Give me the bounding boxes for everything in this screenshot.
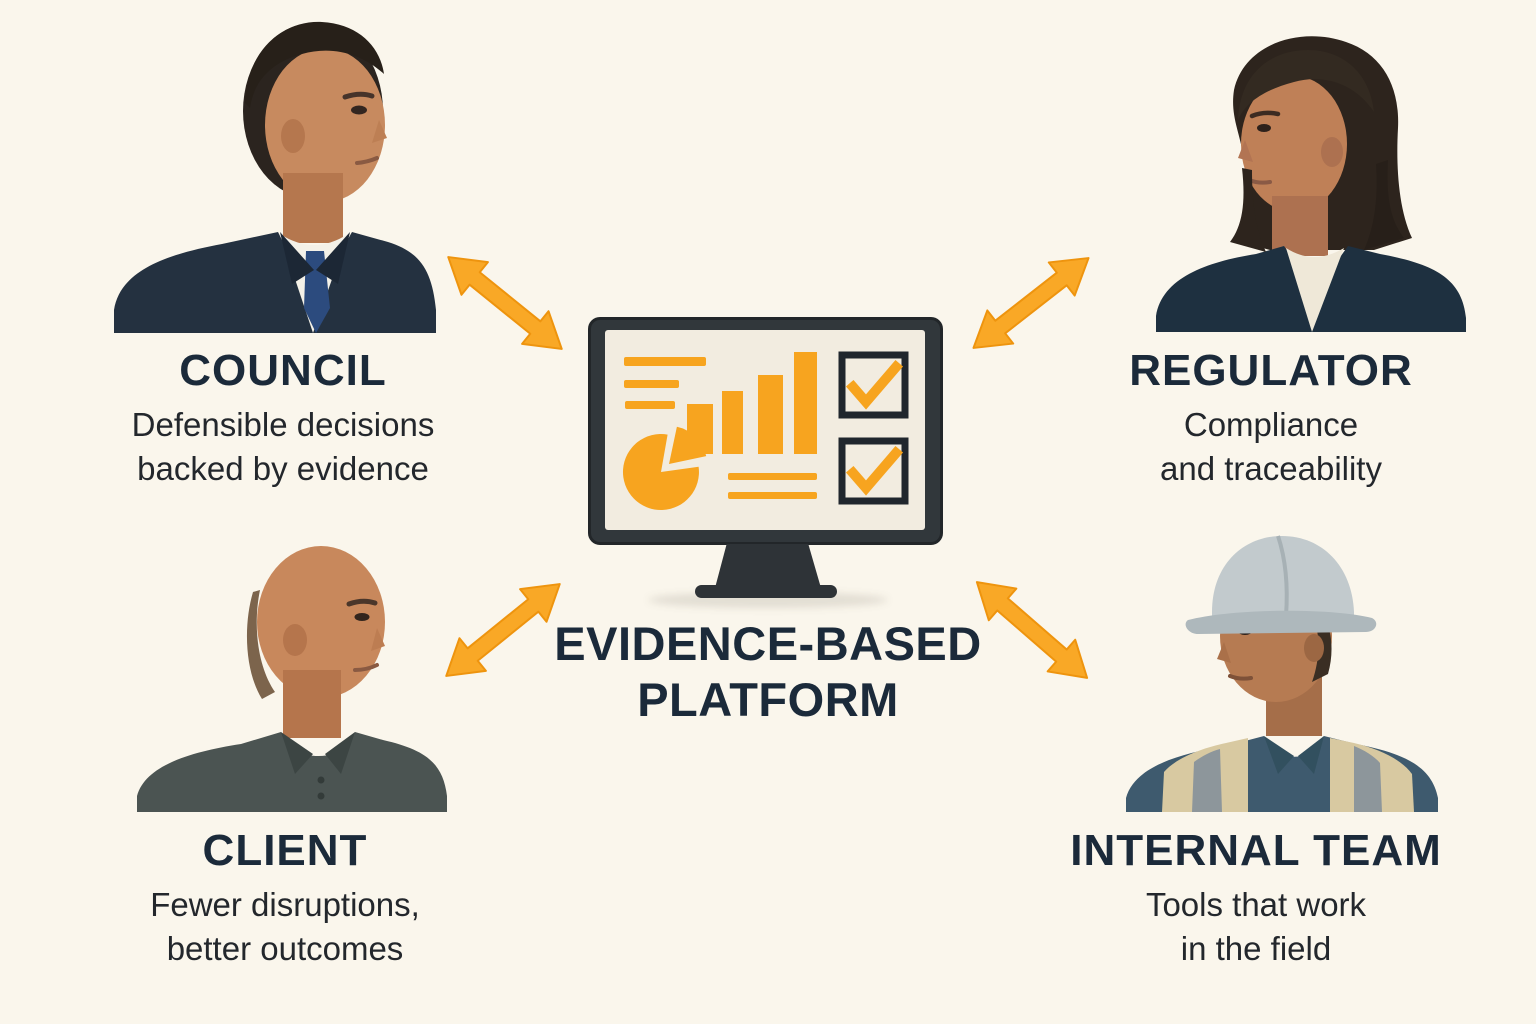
pie-chart-icon [622, 426, 707, 511]
text-lines-icon [728, 473, 817, 499]
client-text-block: CLIENT Fewer disruptions, better outcome… [95, 826, 475, 972]
platform-title: EVIDENCE-BASED PLATFORM [508, 616, 1028, 729]
double-arrow-icon-internal-team [960, 563, 1103, 696]
regulator-portrait [1150, 20, 1470, 332]
client-description: Fewer disruptions, better outcomes [150, 886, 420, 968]
regulator-text-block: REGULATOR Compliance and traceability [1076, 346, 1466, 492]
regulator-label: REGULATOR [1129, 346, 1413, 395]
double-arrow-icon-regulator [958, 239, 1105, 368]
internal-team-text-block: INTERNAL TEAM Tools that work in the fie… [1036, 826, 1476, 972]
double-arrow-icon-client [430, 565, 576, 695]
text-lines-icon [624, 357, 706, 409]
client-portrait [125, 528, 455, 812]
council-description: Defensible decisions backed by evidence [131, 406, 435, 488]
platform-title-line1: EVIDENCE-BASED [554, 617, 982, 670]
man-in-navy-suit-icon [114, 21, 436, 333]
bar-chart-icon [687, 352, 817, 454]
woman-in-navy-blazer-icon [1156, 36, 1466, 332]
monitor-stand-neck [715, 544, 821, 588]
council-label: COUNCIL [179, 346, 387, 395]
bald-man-in-polo-icon [137, 546, 447, 812]
checked-checkbox-icon [838, 351, 909, 419]
council-text-block: COUNCIL Defensible decisions backed by e… [88, 346, 478, 492]
council-portrait [100, 8, 440, 333]
monitor-stand-base [695, 585, 837, 598]
internal-team-portrait [1118, 520, 1458, 812]
monitor-screen [605, 330, 925, 530]
double-arrow-icon-council [432, 238, 578, 368]
checked-checkbox-icon [838, 437, 909, 505]
regulator-description: Compliance and traceability [1160, 406, 1382, 488]
platform-title-line2: PLATFORM [637, 673, 899, 727]
construction-worker-hard-hat-icon [1126, 535, 1438, 812]
internal-team-description: Tools that work in the field [1145, 886, 1367, 968]
internal-team-label: INTERNAL TEAM [1070, 826, 1442, 875]
client-label: CLIENT [202, 826, 368, 875]
